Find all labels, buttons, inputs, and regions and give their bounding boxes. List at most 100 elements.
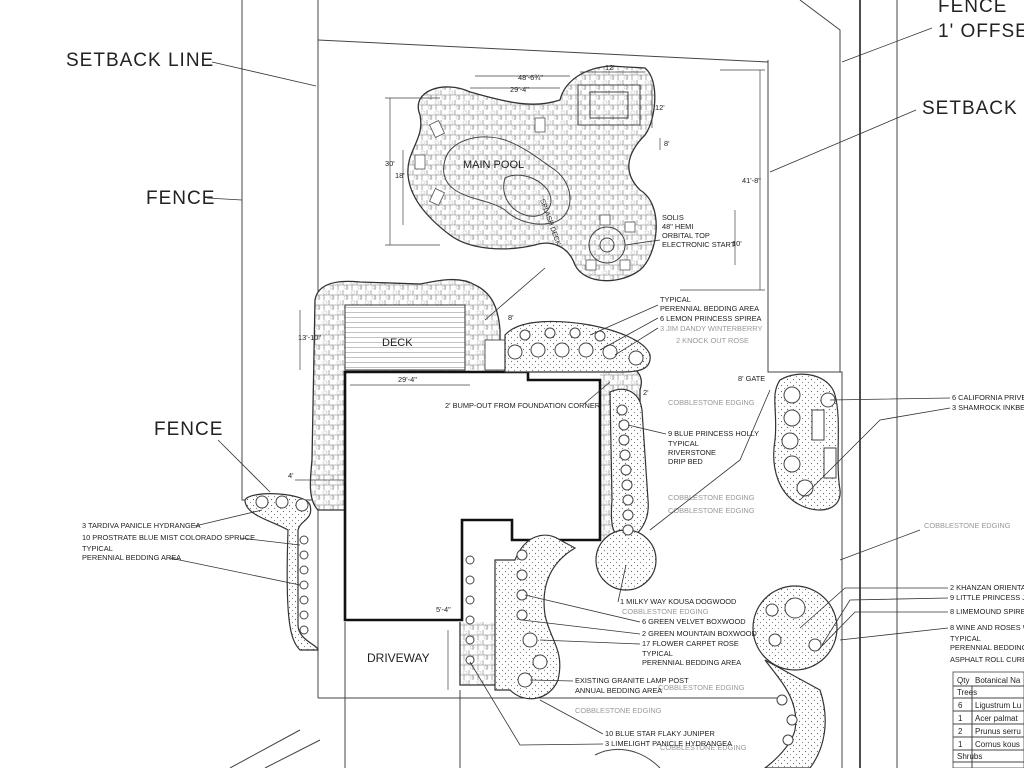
note-cob-4: COBBLESTONE EDGING [924,521,1011,530]
note-tardiva: 3 TARDIVA PANICLE HYDRANGEA [82,521,201,530]
note-fire-3: ORBITAL TOP [662,231,710,240]
dim-deck-height: 13'-10" [298,333,321,342]
label-setback-right: SETBACK [922,98,1018,119]
label-fence-left: FENCE [146,188,215,209]
note-curb: ASPHALT ROLL CURB [950,655,1024,664]
pool-patio [407,65,657,282]
note-cob-2: COBBLESTONE EDGING [668,493,755,502]
note-japanese: 9 LITTLE PRINCESS JA [950,593,1024,602]
house-dimensions: 29'-4" 13'-10" 4' 5'-4" 8' 2' [288,310,649,690]
note-knockout: 2 KNOCK OUT ROSE [676,336,749,345]
note-velvet: 6 GREEN VELVET BOXWOOD [642,617,746,626]
note-fire-2: 48" HEMI [662,222,693,231]
note-lemon: 6 LEMON PRINCESS SPIREA [660,314,762,323]
dim-step: 5'-4" [436,605,451,614]
note-cob-5: COBBLESTONE EDGING [622,607,709,616]
table-section-trees: Trees [957,688,977,697]
label-fence-top: FENCE [938,0,1007,17]
note-left-bed-2: PERENNIAL BEDDING AREA [82,553,181,562]
table-row-name: Acer palmat [975,714,1018,723]
note-cob-7: COBBLESTONE EDGING [575,706,662,715]
table-section-shrubs: Shrubs [957,752,982,761]
table-row-qty: 2 [958,727,963,736]
note-lamp: EXISTING GRANITE LAMP POST [575,676,689,685]
note-holly: 9 BLUE PRINCESS HOLLY [668,429,759,438]
table-row-qty: 6 [958,701,963,710]
spa [577,84,641,126]
fire-pit-notes: SOLIS 48" HEMI ORBITAL TOP ELECTRONIC ST… [484,213,736,321]
table-row-name: Ligustrum Lu [975,701,1021,710]
dim-pool-width: 48'-6¾" [518,73,543,82]
note-annual: ANNUAL BEDDING AREA [575,686,662,695]
dim-fire-offset: 10' [732,239,742,248]
planting-callouts: TYPICAL PERENNIAL BEDDING AREA 6 LEMON P… [82,295,1024,752]
note-fire-4: ELECTRONIC START [662,240,736,249]
table-header-name: Botanical Na [975,676,1021,685]
note-front-bed-2: PERENNIAL BEDDING AREA [642,658,741,667]
driveway: DRIVEWAY [344,622,461,768]
note-spruce: 10 PROSTRATE BLUE MIST COLORADO SPRUCE [82,533,255,542]
shrub-symbols [255,327,837,746]
note-right-bed-1: TYPICAL [950,634,981,643]
dim-pool-inner: 29'-4" [510,85,529,94]
note-river-1: TYPICAL [668,439,699,448]
dim-side-gap: 4' [288,471,294,480]
pool-area: MAIN POOL SPLASH DECK [407,65,657,282]
label-fence-offset: 1' OFFSET [938,21,1024,42]
main-pool-label: MAIN POOL [463,159,524,171]
note-limelight: 3 LIMELIGHT PANICLE HYDRANGEA [605,739,732,748]
pool-dimensions: 48'-6¾" 29'-4" 12' 12' 8' 30' 18' 41'-8"… [385,63,765,291]
bed-front-house [494,534,577,700]
table-row-name: Prunus serru [975,727,1021,736]
main-pool [443,136,571,225]
note-khanzan: 2 KHANZAN ORIENTAL C [950,583,1024,592]
bed-left [244,493,319,651]
property-lines [241,0,898,768]
dim-house-width: 29'-4" [398,375,417,384]
bed-right-path [763,659,826,768]
dim-pool-h1: 30' [385,159,395,168]
plant-schedule-table: Qty Botanical Na Trees 6 Ligustrum Lu 1 … [952,671,1024,768]
table-header-qty: Qty [957,676,969,685]
note-bed-top-2: PERENNIAL BEDDING AREA [660,304,759,313]
bed-back-house [504,320,651,373]
note-cob-1: COBBLESTONE EDGING [668,398,755,407]
driveway-label: DRIVEWAY [367,651,430,665]
note-carpet: 17 FLOWER CARPET ROSE [642,639,739,648]
note-cob-6: COBBLESTONE EDGING [658,683,745,692]
note-cob-8: COBBLESTONE EDGING [660,743,747,752]
major-labels: SETBACK LINE FENCE FENCE FENCE 1' OFFSET… [66,0,1024,493]
splash-deck [503,174,552,217]
bed-dogwood [595,529,657,591]
note-inkberry: 3 SHAMROCK INKBERRY [952,403,1024,412]
note-bed-top-1: TYPICAL [660,295,691,304]
dim-overall: 41'-8" [742,176,761,185]
note-right-bed-2: PERENNIAL BEDDING A [950,643,1024,652]
note-limemound: 8 LIMEMOUND SPIREA [950,607,1024,616]
note-wine: 8 WINE AND ROSES WE [950,623,1024,632]
note-cob-3: COBBLESTONE EDGING [668,506,755,515]
note-mountain: 2 GREEN MOUNTAIN BOXWOOD [642,629,757,638]
table-row-qty: 1 [958,740,963,749]
note-privet: 6 CALIFORNIA PRIVET [952,393,1024,402]
dim-spa-width: 12' [605,63,615,72]
note-river-2: RIVERSTONE [668,448,716,457]
note-river-3: DRIP BED [668,457,703,466]
label-setback-line: SETBACK LINE [66,50,214,71]
dim-pool-h2: 18' [395,171,405,180]
table-row-qty: 1 [958,714,963,723]
note-winterberry: 3 JIM DANDY WINTERBERRY [660,324,762,333]
note-juniper: 10 BLUE STAR FLAKY JUNIPER [605,729,715,738]
table-row-name: Cornus kous [975,740,1020,749]
dim-spa-depth: 12' [655,103,665,112]
dim-walk2: 2' [643,388,649,397]
note-left-bed-1: TYPICAL [82,544,113,553]
dim-walk: 8' [508,313,514,322]
note-bumpout: 2' BUMP-OUT FROM FOUNDATION CORNER [445,401,600,410]
deck-label: DECK [382,337,413,349]
label-gate: 8' GATE [738,374,765,383]
house-footprint [343,370,602,622]
note-kousa: 1 MILKY WAY KOUSA DOGWOOD [620,597,736,606]
label-fence-mid: FENCE [154,419,223,440]
